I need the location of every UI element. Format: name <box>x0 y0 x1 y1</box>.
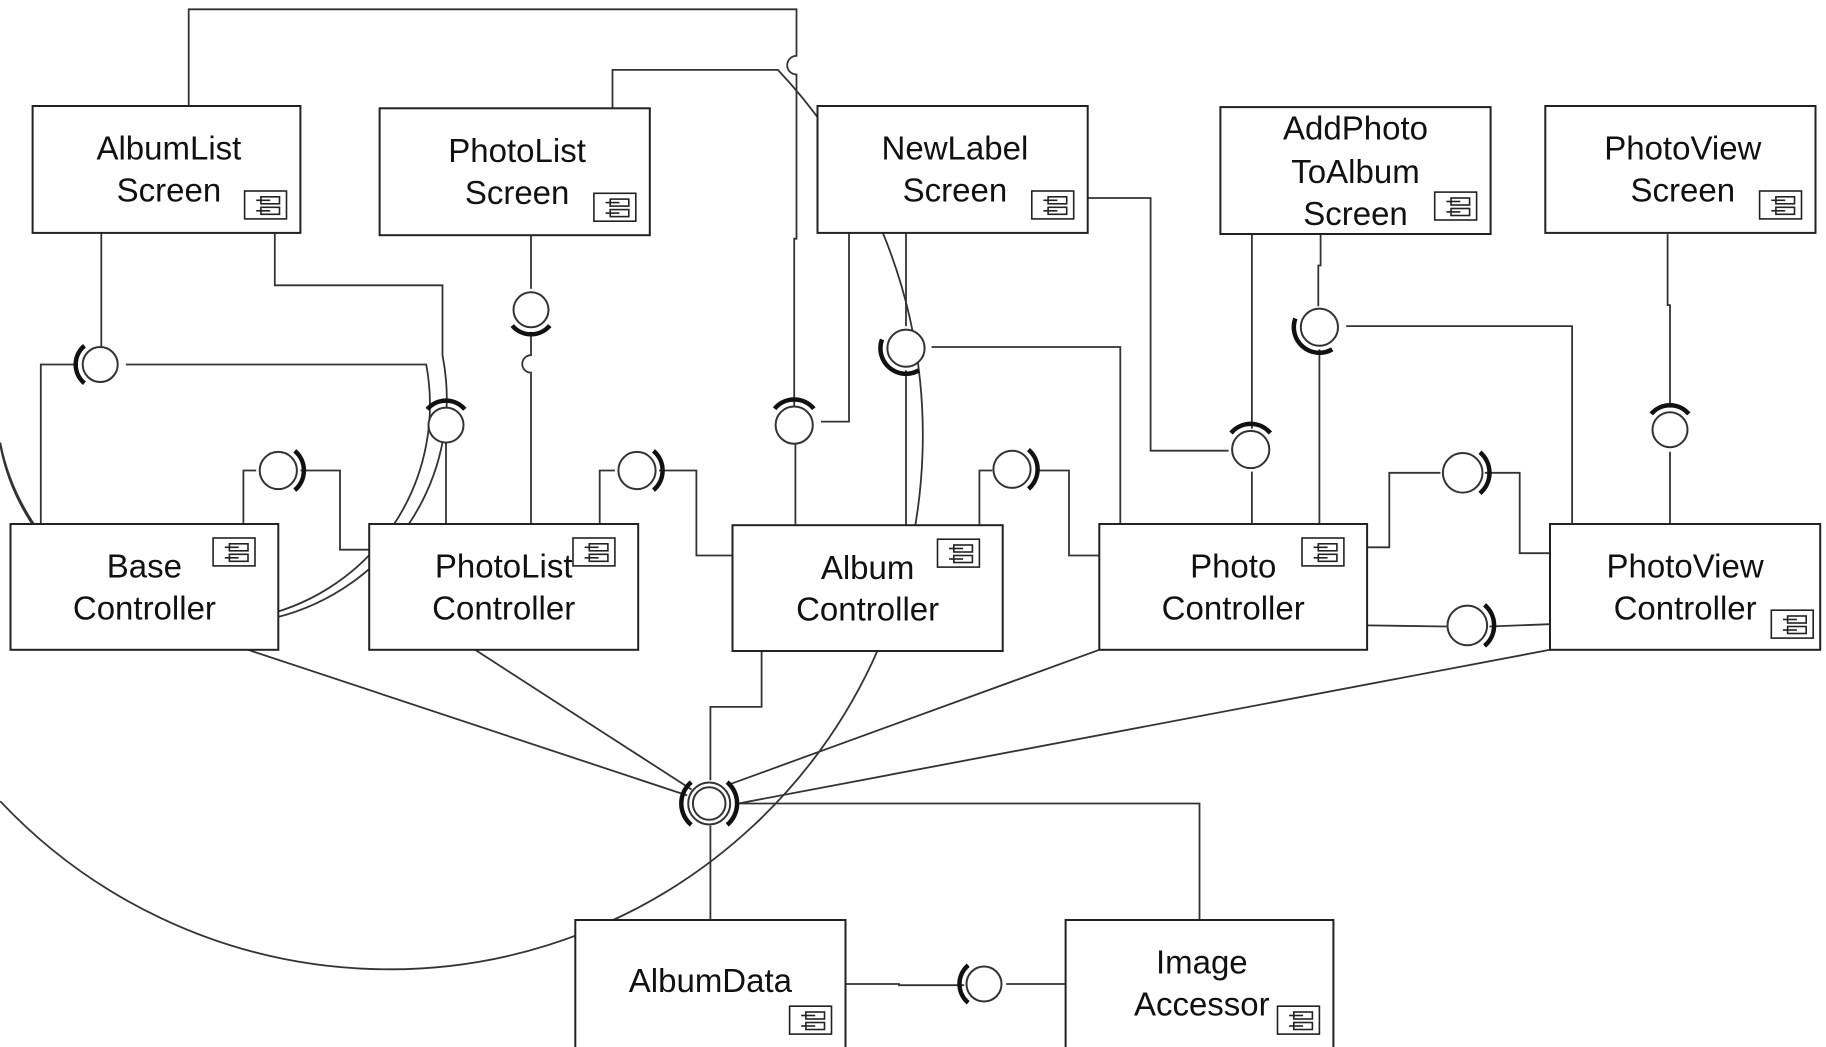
component-label: Base <box>107 548 182 585</box>
component-label: Screen <box>1303 195 1408 232</box>
component-box <box>1549 523 1822 651</box>
component-label: Screen <box>465 174 570 211</box>
component-label: Screen <box>1631 172 1736 209</box>
connectors <box>0 8 1671 987</box>
interface-lollipop-icon <box>1649 403 1691 449</box>
component-label: NewLabel <box>882 130 1029 167</box>
component-label: PhotoList <box>435 548 573 585</box>
component-label: PhotoView <box>1604 130 1761 167</box>
connector-line <box>709 651 763 781</box>
connector-line <box>300 469 370 551</box>
component-label: AlbumData <box>629 962 793 999</box>
connector-line <box>1484 471 1550 555</box>
connector-line <box>738 648 1551 805</box>
interface-lollipop-icon <box>878 328 926 377</box>
component-label: Screen <box>903 172 1008 209</box>
component-label: Photo <box>1190 548 1276 585</box>
component-label: ToAlbum <box>1291 153 1419 190</box>
connector-line <box>39 363 75 524</box>
interface-lollipop-icon <box>992 447 1040 491</box>
component-icon <box>593 192 637 223</box>
connector-line <box>0 69 924 971</box>
connector-line <box>736 802 1201 920</box>
connector-line <box>730 648 1100 785</box>
album-data[interactable]: AlbumData <box>574 919 847 1047</box>
connector-line <box>187 8 798 408</box>
interface-lollipop-icon <box>510 291 552 337</box>
component-icon <box>1758 190 1803 220</box>
interfaces <box>73 291 1691 1005</box>
component-icon <box>1301 537 1345 567</box>
connector-line <box>598 469 615 524</box>
interface-lollipop-icon <box>73 344 119 385</box>
connector-line <box>1489 623 1551 628</box>
interface-lollipop-icon <box>425 398 467 444</box>
component-icon <box>572 537 616 567</box>
component-label: Controller <box>432 590 575 627</box>
component-label: Album <box>821 549 915 586</box>
interface-lollipop-icon <box>679 780 740 827</box>
components: AlbumListScreenPhotoListScreenNewLabelSc… <box>9 105 1822 1047</box>
component-icon <box>212 537 256 567</box>
component-icon <box>1433 191 1478 221</box>
connector-line <box>821 232 850 423</box>
component-icon <box>936 538 981 568</box>
interface-lollipop-icon <box>1229 421 1273 470</box>
interface-lollipop-icon <box>772 397 816 445</box>
component-label: Controller <box>73 590 216 627</box>
component-label: PhotoView <box>1607 548 1764 585</box>
connector-line <box>474 649 693 791</box>
component-icon <box>243 190 288 220</box>
interface-lollipop-icon <box>617 449 665 492</box>
component-label: Controller <box>1162 590 1305 627</box>
connector-line <box>1367 471 1441 549</box>
connector-line <box>247 648 688 797</box>
interface-lollipop-icon <box>1291 307 1340 356</box>
connector-line <box>1367 624 1447 628</box>
component-label: Controller <box>796 591 939 628</box>
connector-line <box>521 331 532 524</box>
connector-line <box>1036 469 1100 557</box>
connector-line <box>1666 234 1671 408</box>
connector-line <box>1087 197 1229 452</box>
connector-line <box>845 983 965 987</box>
connector-line <box>1317 234 1322 307</box>
interface-lollipop-icon <box>1446 603 1497 648</box>
connector-line <box>931 346 1122 524</box>
component-label: AddPhoto <box>1283 110 1428 147</box>
component-label: PhotoList <box>448 132 586 169</box>
component-icon <box>788 1005 833 1035</box>
interface-lollipop-icon <box>258 449 307 492</box>
connector-line <box>659 469 733 557</box>
component-icon <box>1276 1005 1321 1035</box>
interface-lollipop-icon <box>957 963 1003 1005</box>
connector-line <box>242 469 257 524</box>
component-icon <box>1770 609 1815 639</box>
connector-line <box>978 469 993 526</box>
component-icon <box>1031 190 1075 220</box>
component-label: Controller <box>1614 590 1757 627</box>
component-label: Accessor <box>1134 986 1270 1023</box>
component-label: Image <box>1156 944 1248 981</box>
interface-lollipop-icon <box>1441 450 1492 496</box>
connector-line <box>1346 325 1573 524</box>
component-label: Screen <box>117 172 222 209</box>
component-label: AlbumList <box>96 130 241 167</box>
